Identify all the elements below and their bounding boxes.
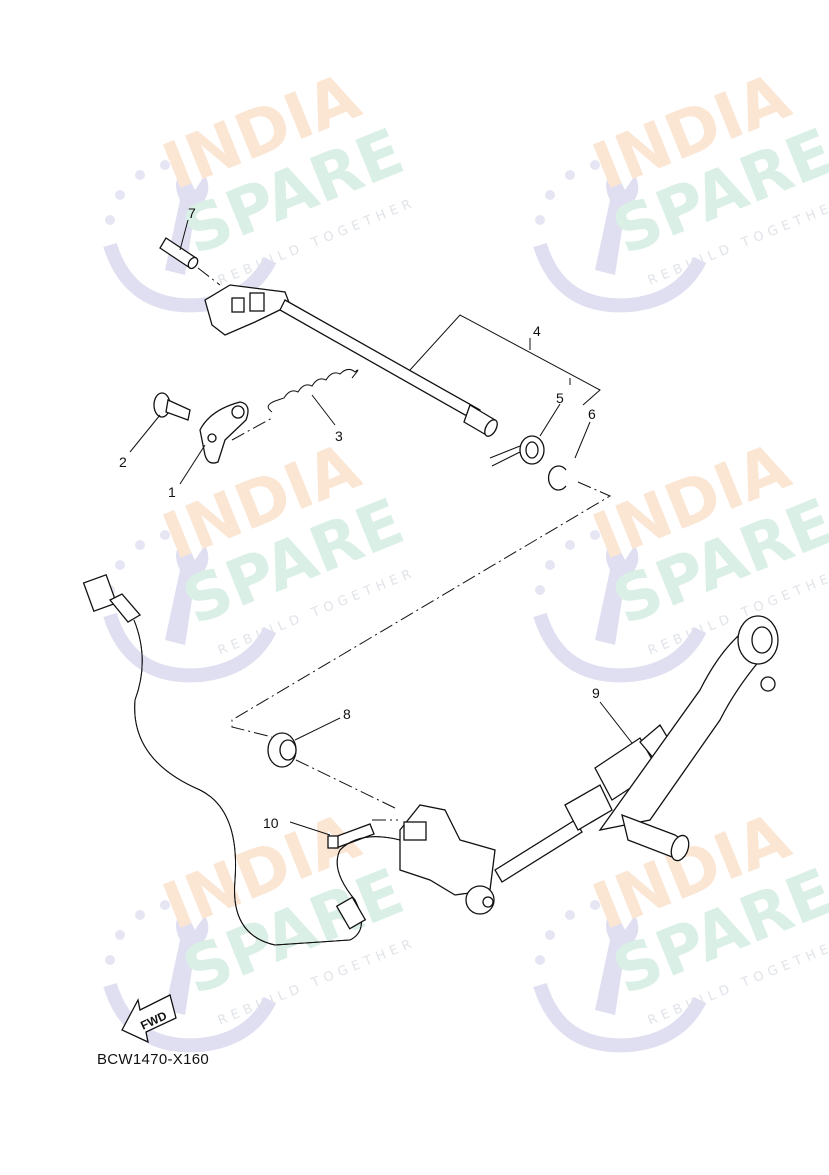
- part-3-tension-spring: [267, 368, 359, 413]
- part-8-oil-seal: [267, 732, 297, 768]
- shift-sensor-harness: [82, 573, 401, 946]
- callout-10: 10: [263, 815, 279, 831]
- callout-7: 7: [188, 205, 196, 221]
- callout-3: 3: [335, 428, 343, 444]
- part-4-shift-shaft: [204, 284, 498, 437]
- fwd-arrow-icon: FWD: [121, 994, 177, 1044]
- callout-6: 6: [588, 406, 596, 422]
- callout-5: 5: [556, 390, 564, 406]
- part-2-bolt: [153, 392, 191, 421]
- part-1-stopper-lever: [199, 401, 273, 464]
- callout-9: 9: [592, 685, 600, 701]
- diagram-code: BCW1470-X160: [97, 1051, 209, 1068]
- callout-2: 2: [119, 454, 127, 470]
- part-5-torsion-spring: [489, 435, 545, 467]
- callout-1: 1: [168, 484, 176, 500]
- callout-4: 4: [533, 323, 541, 339]
- part-9-shift-pedal: [399, 615, 779, 915]
- part-10-bolt: [327, 823, 375, 849]
- callout-8: 8: [343, 706, 351, 722]
- part-7-dowel-pin: [159, 237, 221, 286]
- leader-lines: [129, 219, 633, 836]
- part-6-circlip: [547, 465, 567, 491]
